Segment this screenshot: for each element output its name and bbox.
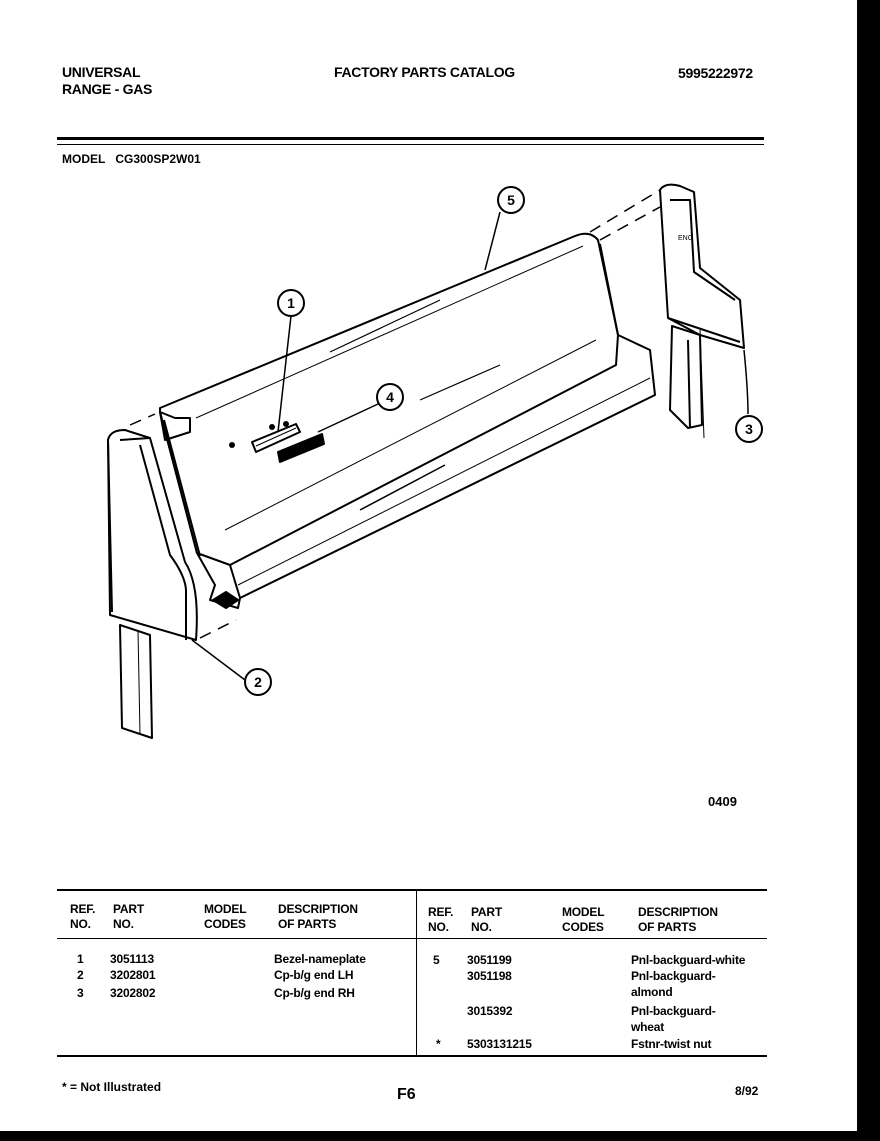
- bezel-nameplate: [251, 423, 325, 463]
- row-description: Pnl-backguard-white: [631, 953, 746, 967]
- header-desc-left: DESCRIPTION OF PARTS: [278, 902, 358, 931]
- header-desc-right: DESCRIPTION OF PARTS: [638, 905, 718, 934]
- exploded-parts-diagram: ENG 1 2 3 4 5: [107, 183, 763, 739]
- model-label: MODEL: [62, 152, 106, 166]
- header-ref-left: REF. NO.: [70, 902, 96, 931]
- page-border-right: [857, 0, 880, 1141]
- model-number: CG300SP2W01: [115, 152, 201, 166]
- page-border-bottom: [0, 1131, 880, 1141]
- left-end-cap: [107, 429, 198, 739]
- row-part-no: 3051198: [467, 969, 512, 983]
- svg-text:2: 2: [254, 674, 262, 690]
- row-ref: 1: [77, 952, 84, 966]
- header-part-left: PART NO.: [113, 902, 144, 931]
- header-rule-thin: [57, 144, 764, 145]
- catalog-title: FACTORY PARTS CATALOG: [334, 64, 515, 80]
- row-ref: 5: [433, 953, 440, 967]
- row-part-no: 3202801: [110, 968, 156, 982]
- table-column-divider: [416, 890, 417, 1056]
- callout-4: 4: [376, 383, 404, 411]
- row-description: Bezel-nameplate: [274, 952, 366, 966]
- table-rule-bottom: [57, 1055, 767, 1057]
- header-rule-thick: [57, 137, 764, 140]
- brand-line-2: RANGE - GAS: [62, 81, 153, 97]
- row-ref: *: [436, 1037, 441, 1051]
- page-number: F6: [397, 1086, 416, 1103]
- row-ref: 2: [77, 968, 84, 982]
- row-description: Pnl-backguard-almond: [631, 969, 716, 999]
- svg-text:3: 3: [745, 421, 753, 437]
- row-part-no: 3015392: [467, 1004, 513, 1018]
- callout-3: 3: [735, 415, 763, 443]
- row-part-no: 3202802: [110, 986, 156, 1000]
- brand-line-1: UNIVERSAL: [62, 64, 141, 80]
- row-description: Cp-b/g end LH: [274, 968, 354, 982]
- svg-text:1: 1: [287, 295, 295, 311]
- leader-lines: [191, 211, 749, 681]
- right-end-cap: ENG: [659, 183, 745, 439]
- footnote-not-illustrated: * = Not Illustrated: [62, 1080, 162, 1094]
- row-ref: 3: [77, 986, 84, 1000]
- header-part-right: PART NO.: [471, 905, 502, 934]
- callout-5: 5: [497, 186, 525, 214]
- callout-markers: 1 2 3 4 5: [244, 186, 763, 696]
- model-line: MODEL CG300SP2W01: [62, 152, 211, 166]
- figure-code: 0409: [708, 794, 737, 809]
- row-description: Fstnr-twist nut: [631, 1037, 712, 1051]
- backguard-panel: [159, 232, 656, 609]
- table-rule-top: [57, 889, 767, 891]
- print-date: 8/92: [735, 1084, 759, 1098]
- row-part-no: 3051199: [467, 953, 512, 967]
- row-part-no: 5303131215: [467, 1037, 532, 1051]
- callout-2: 2: [244, 668, 272, 696]
- table-rule-header: [57, 938, 767, 939]
- header-codes-left: MODEL CODES: [204, 902, 247, 931]
- header-codes-right: MODEL CODES: [562, 905, 605, 934]
- svg-text:5: 5: [507, 192, 515, 208]
- catalog-number: 5995222972: [678, 65, 753, 81]
- alignment-dashes: [129, 189, 661, 639]
- row-description: Cp-b/g end RH: [274, 986, 355, 1000]
- callout-1: 1: [277, 289, 305, 317]
- header-ref-right: REF. NO.: [428, 905, 454, 934]
- svg-text:4: 4: [386, 389, 394, 405]
- row-part-no: 3051113: [110, 952, 154, 966]
- svg-text:ENG: ENG: [678, 235, 693, 242]
- row-description: Pnl-backguard-wheat: [631, 1004, 716, 1034]
